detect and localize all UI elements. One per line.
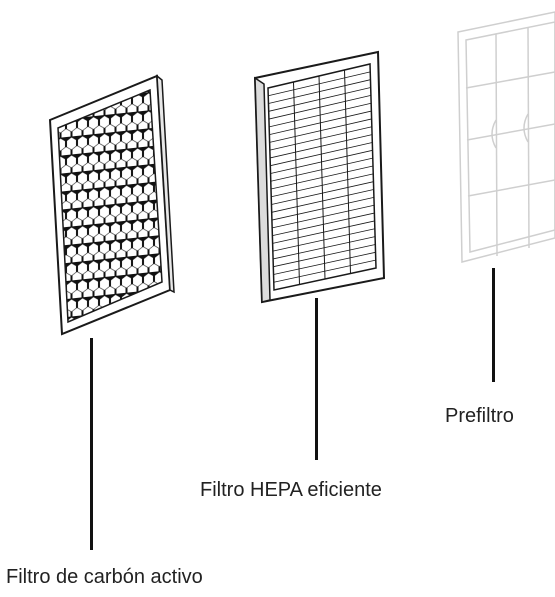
- hepa-pleat-line: [272, 204, 375, 229]
- prefilter-leader-line: [492, 268, 495, 382]
- hepa-pleat-line: [269, 102, 372, 128]
- hepa-pleat-line: [271, 173, 374, 198]
- prefilter-label: Prefiltro: [445, 405, 514, 427]
- hepa-pleat-line: [268, 94, 372, 120]
- carbon-leader-line: [90, 338, 93, 550]
- hepa-pleat-line: [269, 134, 373, 159]
- hepa-pleat-line: [269, 126, 372, 151]
- carbon-filter-label: Filtro de carbón activo: [6, 566, 203, 588]
- hepa-pleat-line: [272, 212, 375, 237]
- hepa-pleat-line: [268, 79, 371, 104]
- hepa-pleat-line: [271, 181, 374, 205]
- hepa-filter-label: Filtro HEPA eficiente: [200, 479, 382, 501]
- hepa-pleat-line: [273, 251, 376, 275]
- hepa-pleat-line: [271, 189, 374, 213]
- hepa-pleat-line: [269, 118, 372, 143]
- hepa-pleat-line: [271, 196, 375, 221]
- hepa-pleat-line: [269, 110, 372, 136]
- carbon-filter-illustration: [48, 74, 175, 336]
- hepa-pleat-line: [268, 87, 371, 112]
- hepa-pleat-line: [273, 244, 376, 268]
- hepa-pleat-line: [270, 165, 374, 190]
- hepa-pleat-line: [270, 157, 373, 182]
- hepa-pleat-line: [268, 71, 371, 97]
- hepa-pleat-line: [272, 220, 375, 244]
- hepa-filter-illustration: [253, 50, 386, 304]
- prefilter-illustration: [457, 11, 555, 263]
- hepa-pleat-line: [270, 149, 373, 174]
- hepa-pleat-line: [272, 228, 375, 252]
- hepa-pleat-line: [272, 236, 376, 260]
- hepa-leader-line: [315, 298, 318, 460]
- hepa-pleat-line: [273, 259, 376, 283]
- hepa-pleat-line: [270, 142, 373, 167]
